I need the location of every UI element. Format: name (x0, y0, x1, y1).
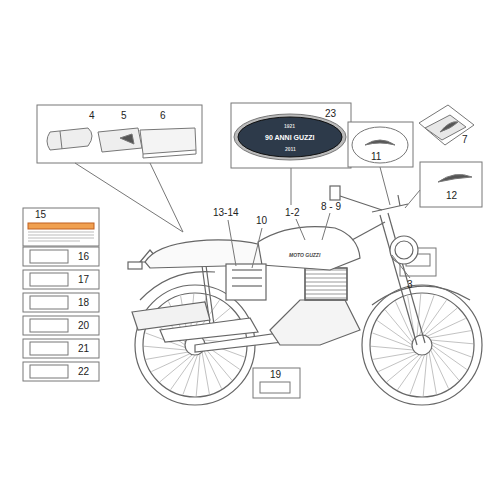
callout-number: 19 (270, 370, 281, 380)
callout-number: 4 (89, 111, 95, 121)
wheel-spoke (398, 355, 422, 390)
wheel-spoke (378, 354, 417, 372)
callout-number: 5 (121, 111, 127, 121)
wheel-spoke (429, 352, 436, 394)
wheel-spoke (377, 321, 412, 345)
wheel-spoke (432, 348, 459, 381)
wheel-spoke (423, 354, 427, 396)
callout-number: 15 (35, 210, 46, 220)
wheel-spoke (371, 346, 413, 350)
wheel-spoke (144, 346, 186, 350)
wheel-spoke (431, 340, 473, 344)
wheel-spoke (146, 352, 188, 359)
wheel-spoke (429, 331, 471, 338)
wheel-spoke (196, 354, 200, 396)
wheel-spoke (431, 350, 449, 389)
callout-number: 17 (78, 275, 89, 285)
badge-text: 2011 (285, 147, 296, 152)
callout-number: 21 (78, 344, 89, 354)
callout-number: 7 (462, 135, 468, 145)
wheel-spoke (373, 352, 415, 359)
wheel-spoke (171, 355, 195, 390)
wheel-spoke (151, 354, 190, 372)
wheel-spoke (425, 308, 458, 335)
callout-number: 22 (78, 367, 89, 377)
wheel-spoke (202, 352, 209, 394)
badge-text: MOTO GUZZI (289, 253, 320, 258)
wheel-spoke (422, 300, 446, 335)
badge-text: 90 ANNI GUZZI (265, 134, 315, 141)
wheel-spoke (432, 342, 472, 357)
wheel-spoke (427, 318, 466, 336)
callout-number: 12 (446, 191, 457, 201)
callout-number: 10 (256, 216, 267, 226)
callout-number: 3 (407, 280, 413, 290)
callout-number: 11 (371, 152, 381, 162)
callout-number: 23 (325, 109, 336, 119)
wheel-spoke (387, 355, 420, 382)
callout-number: 1-2 (285, 208, 299, 218)
callout-number: 18 (78, 298, 89, 308)
callout-number: 8 - 9 (321, 202, 341, 212)
wheel-spoke (204, 350, 222, 389)
badge-text: 1921 (284, 124, 295, 129)
wheel-spoke (205, 348, 232, 381)
callout-number: 16 (78, 252, 89, 262)
callout-number: 20 (78, 321, 89, 331)
callout-number: 6 (160, 111, 166, 121)
callout-number: 13-14 (213, 208, 239, 218)
wheel-spoke (160, 355, 193, 382)
